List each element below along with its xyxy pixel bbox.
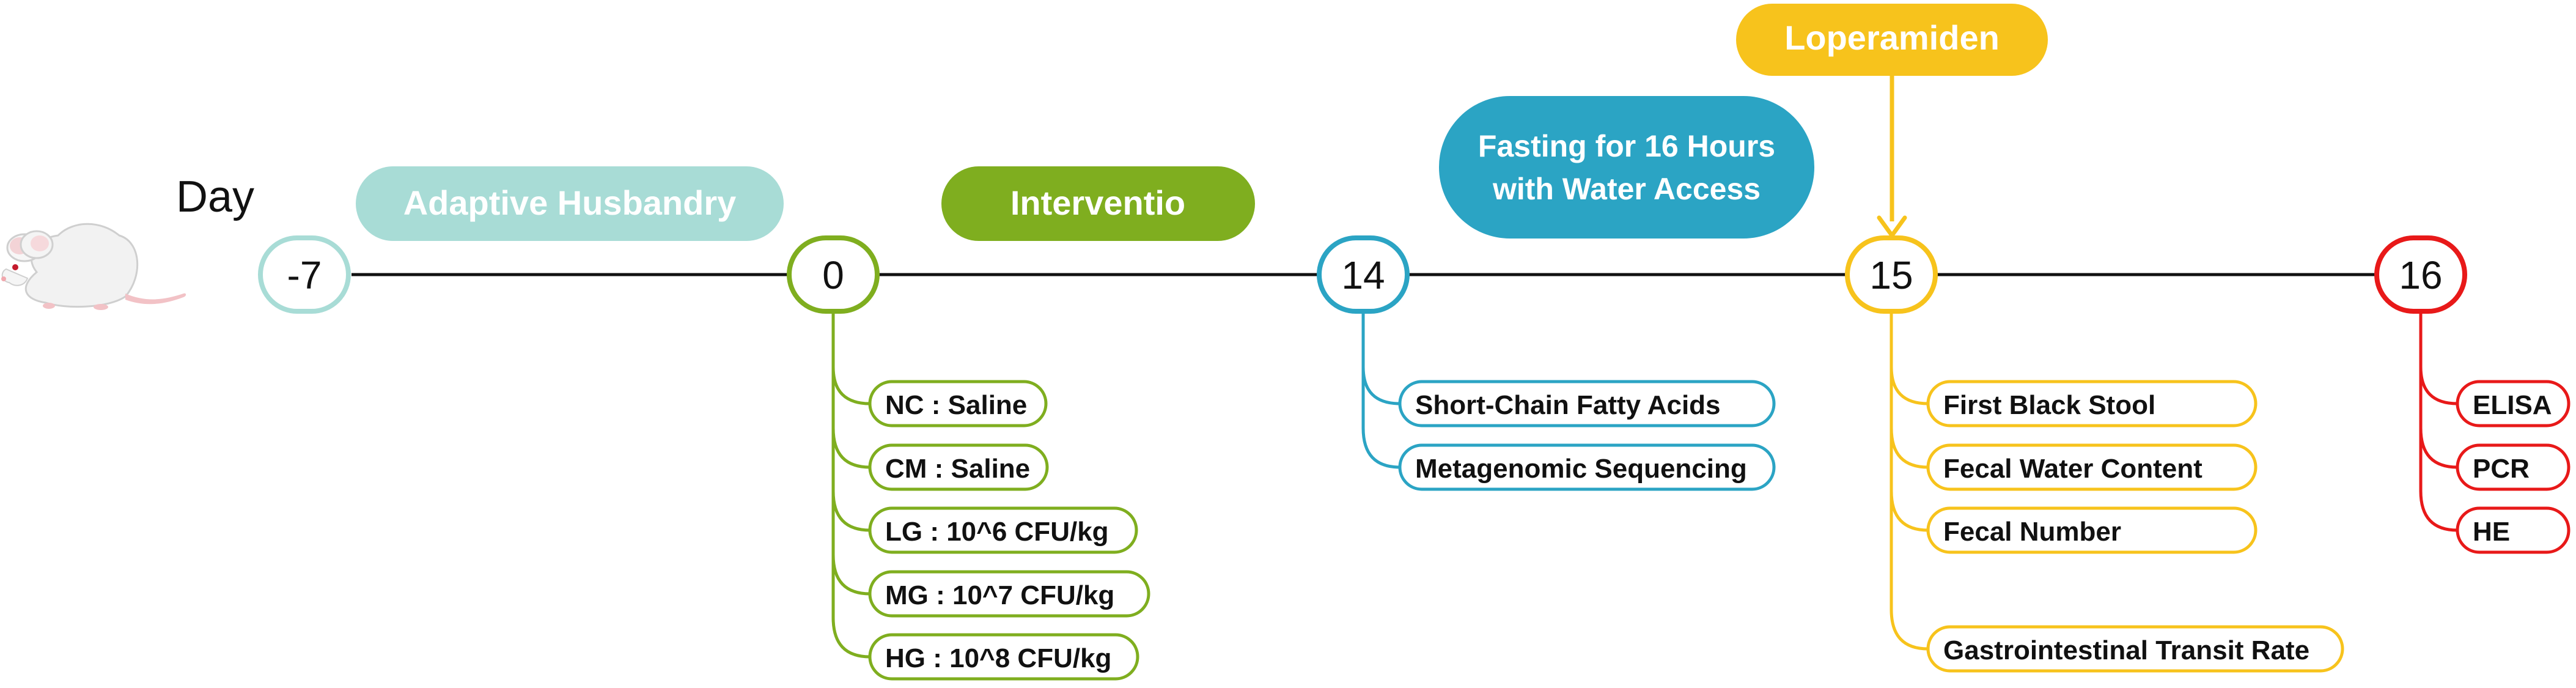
assay-scfa: Short-Chain Fatty Acids bbox=[1398, 380, 1776, 427]
day15-assay-branches bbox=[1890, 311, 1929, 651]
group-lg: LG : 10^6 CFU/kg bbox=[868, 506, 1138, 554]
timeline-node-day-minus7: -7 bbox=[258, 235, 351, 314]
assay-metagenomic: Metagenomic Sequencing bbox=[1398, 443, 1776, 491]
group-nc: NC : Saline bbox=[868, 380, 1048, 427]
assay-gi-transit-label: Gastrointestinal Transit Rate bbox=[1943, 635, 2309, 665]
phase-fasting-label-2: with Water Access bbox=[1492, 172, 1761, 206]
assay-elisa-label: ELISA bbox=[2473, 390, 2552, 420]
assay-first-black-stool-label: First Black Stool bbox=[1943, 390, 2155, 420]
phase-fasting-label-1: Fasting for 16 Hours bbox=[1478, 129, 1775, 163]
timeline-node-day-0: 0 bbox=[787, 235, 880, 314]
phase-intervention-label: Interventio bbox=[1010, 183, 1185, 222]
day-15-label: 15 bbox=[1869, 253, 1913, 297]
day0-group-branches bbox=[831, 311, 870, 659]
timeline-node-day-16: 16 bbox=[2374, 235, 2467, 314]
assay-scfa-label: Short-Chain Fatty Acids bbox=[1415, 390, 1721, 420]
group-mg-label: MG : 10^7 CFU/kg bbox=[885, 580, 1114, 610]
group-cm: CM : Saline bbox=[868, 443, 1049, 491]
assay-gi-transit: Gastrointestinal Transit Rate bbox=[1926, 625, 2344, 673]
mouse-icon bbox=[1, 223, 186, 310]
assay-first-black-stool: First Black Stool bbox=[1926, 380, 2258, 427]
assay-he-label: HE bbox=[2473, 517, 2510, 547]
assay-elisa: ELISA bbox=[2456, 380, 2570, 427]
day-minus7-label: -7 bbox=[287, 253, 322, 297]
day14-assay-branches bbox=[1361, 311, 1400, 469]
assay-fecal-water-label: Fecal Water Content bbox=[1943, 454, 2202, 484]
group-cm-label: CM : Saline bbox=[885, 454, 1030, 484]
group-hg: HG : 10^8 CFU/kg bbox=[868, 633, 1139, 681]
timeline-node-day-15: 15 bbox=[1845, 235, 1938, 314]
assay-fecal-water: Fecal Water Content bbox=[1926, 443, 2258, 491]
phase-adaptive-label: Adaptive Husbandry bbox=[403, 183, 737, 222]
phase-adaptive-husbandry: Adaptive Husbandry bbox=[356, 166, 784, 241]
assay-metagenomic-label: Metagenomic Sequencing bbox=[1415, 454, 1747, 484]
group-hg-label: HG : 10^8 CFU/kg bbox=[885, 643, 1111, 673]
phase-fasting: Fasting for 16 Hours with Water Access bbox=[1439, 96, 1814, 239]
phase-loperamide-label: Loperamiden bbox=[1784, 18, 2000, 57]
phase-intervention: Interventio bbox=[941, 166, 1255, 241]
assay-he: HE bbox=[2456, 506, 2570, 554]
timeline-node-day-14: 14 bbox=[1317, 235, 1410, 314]
assay-pcr-label: PCR bbox=[2473, 454, 2530, 484]
phase-loperamide: Loperamiden bbox=[1736, 4, 2048, 238]
day-0-label: 0 bbox=[822, 253, 844, 297]
group-lg-label: LG : 10^6 CFU/kg bbox=[885, 517, 1109, 547]
day-16-label: 16 bbox=[2399, 253, 2442, 297]
day-14-label: 14 bbox=[1341, 253, 1385, 297]
assay-pcr: PCR bbox=[2456, 443, 2570, 491]
day16-assay-branches bbox=[2419, 311, 2458, 532]
assay-fecal-number-label: Fecal Number bbox=[1943, 517, 2121, 547]
assay-fecal-number: Fecal Number bbox=[1926, 506, 2258, 554]
group-mg: MG : 10^7 CFU/kg bbox=[868, 570, 1150, 618]
group-nc-label: NC : Saline bbox=[885, 390, 1027, 420]
day-label: Day bbox=[176, 172, 254, 221]
